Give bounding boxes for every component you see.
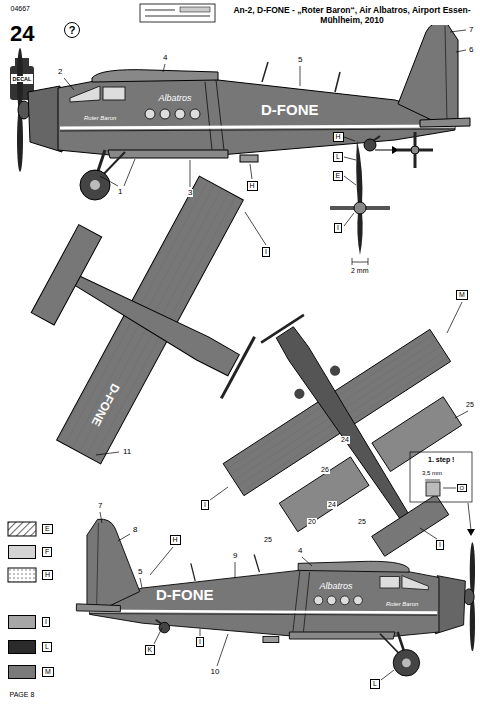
callout-number: 1 [117,188,123,197]
callout-number: 10 [210,668,221,677]
decal-icon-text: DECAL [12,76,33,82]
callout-number: 20 [307,518,317,526]
callout-number: 11 [122,448,132,457]
callout-number: 5 [137,568,143,577]
help-symbol: ? [64,22,80,38]
registration-decal: D-FONE [155,587,215,604]
color-code: E [333,171,344,181]
callout-number: 25 [263,536,273,544]
color-swatch [8,665,36,679]
color-code: H [247,181,258,191]
color-code: I [262,247,270,257]
color-code: L [333,152,343,162]
page-number: PAGE 8 [9,691,36,699]
color-code: M [456,290,468,300]
registration-decal: D-FONE [260,102,320,119]
dimension: 2 mm [350,267,370,275]
legend-code: M [42,667,54,677]
color-swatch [8,615,36,629]
legend-code: F [42,547,52,557]
dimension: 3,5 mm [421,470,443,477]
callout-number: 8 [132,526,138,535]
color-code: O [457,484,468,493]
step-number: 24 [9,22,35,46]
decal-text: Albatros [319,582,354,592]
callout-number: 3 [187,189,193,198]
step-note: 1. step ! [427,456,455,464]
color-code: H [170,535,181,545]
kit-number: 04667 [10,5,31,13]
color-code: I [201,500,209,510]
callout-number: 7 [468,26,474,35]
decal-text: Roter Baron [385,601,419,608]
color-code: H [333,132,344,142]
legend-code: E [42,524,53,534]
color-code: K [145,645,156,655]
decal-text: Roter Baron [83,115,117,122]
color-code: L [370,679,380,689]
color-swatch [8,545,36,559]
color-swatch [8,640,36,654]
legend-code: I [42,617,50,627]
page-title: An-2, D-FONE - „Roter Baron“, Air Albatr… [232,5,472,25]
callout-number: 7 [97,502,103,511]
callout-number: 25 [465,401,475,409]
color-code: I [436,540,444,550]
callout-number: 4 [297,547,303,556]
color-code: I [334,223,342,233]
decal-text: Albatros [158,94,193,104]
callout-number: 25 [357,518,367,526]
color-code: I [196,637,204,647]
callout-number: 2 [57,68,63,77]
callout-number: 24 [340,436,350,444]
callout-number: 5 [297,56,303,65]
callout-number: 6 [468,46,474,55]
legend-code: H [42,570,53,580]
callout-number: 9 [232,552,238,561]
callout-number: 24 [327,501,337,509]
callout-number: 26 [320,466,330,474]
legend-code: L [42,642,52,652]
callout-number: 4 [162,54,168,63]
